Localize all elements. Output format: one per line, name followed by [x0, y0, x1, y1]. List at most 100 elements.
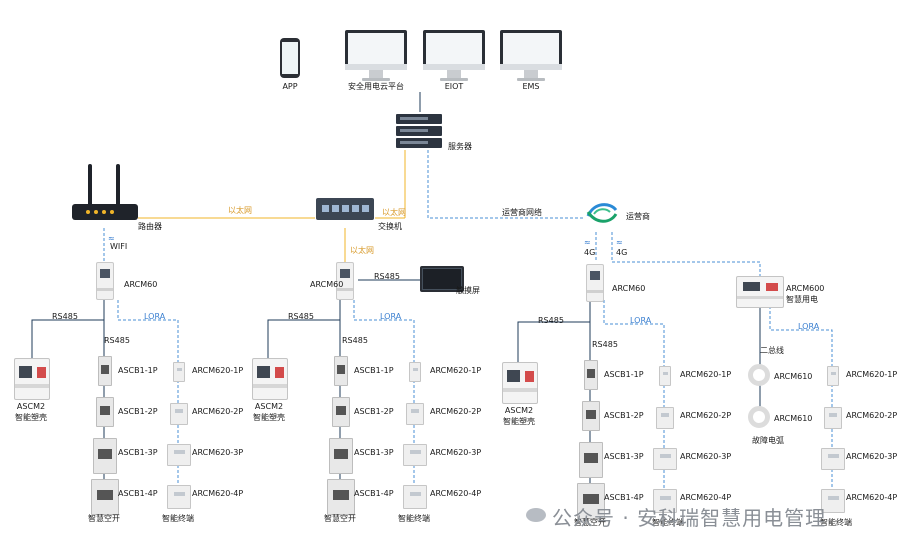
ascb-label-g1-3: ASCB1-3P: [118, 448, 158, 457]
ascb-breaker-g3-4: [577, 483, 605, 519]
arcm600-device: [736, 276, 784, 308]
ascb-breaker-g3-3: [579, 442, 603, 478]
ascb-label-g1-4: ASCB1-4P: [118, 489, 158, 498]
carrier-logo-icon: [586, 203, 618, 223]
ascb-breaker-g2-4: [327, 479, 355, 515]
ascm2-label-1: ASCM2: [16, 402, 46, 411]
arcm620-label-g3-4: ARCM620-4P: [680, 493, 732, 502]
arcm620-label-g1-4: ARCM620-4P: [192, 489, 244, 498]
router-icon: [72, 164, 138, 220]
app-phone-icon: [280, 38, 300, 78]
arcm610-label-1: ARCM610: [774, 372, 813, 381]
g2-rs485-left: [267, 300, 341, 358]
carrier-net-label: 运营商网络: [502, 208, 542, 217]
ascb-breaker-g2-3: [329, 438, 353, 474]
g2-lora-bus: [353, 300, 415, 500]
g1-rs485-label-1: RS485: [52, 312, 78, 321]
4g-line-2: [611, 232, 761, 276]
two-bus-label: 二总线: [760, 346, 784, 355]
gateway-label-1: ARCM60: [124, 280, 158, 289]
fault-arc-label: 故障电弧: [752, 436, 784, 445]
arcm620-terminal-g3-1: [659, 366, 671, 386]
arcm620-terminal-g4-3: [821, 448, 845, 470]
eiot-label: EIOT: [444, 82, 464, 91]
switch-icon: [316, 198, 374, 220]
ethernet-label-1: 以太网: [228, 206, 252, 215]
ascb-breaker-g1-2: [96, 397, 114, 427]
arcm620-label-g2-1: ARCM620-1P: [430, 366, 482, 375]
ascb-breaker-g1-1: [98, 356, 112, 386]
smart-case-label-2: 智能塑壳: [253, 413, 285, 422]
arcm620-terminal-g2-4: [403, 485, 427, 509]
ascm2-device-3: [502, 362, 538, 404]
arcm620-label-g4-1: ARCM620-1P: [846, 370, 898, 379]
arcm620-terminal-g3-3: [653, 448, 677, 470]
ascm2-device-2: [252, 358, 288, 400]
ascm2-device-1: [14, 358, 50, 400]
arcm620-label-g1-2: ARCM620-2P: [192, 407, 244, 416]
ascb-label-g3-4: ASCB1-4P: [604, 493, 644, 502]
g3-rs485-left: [517, 300, 591, 362]
gateway-device-1: [96, 262, 114, 300]
4g-signal-icon-1: ≈: [584, 238, 591, 247]
ascb-label-g2-2: ASCB1-2P: [354, 407, 394, 416]
arcm610-sensor-1: [748, 364, 770, 386]
g2-lora-label: LORA: [380, 312, 402, 321]
smart-case-label-1: 智能塑壳: [15, 413, 47, 422]
arcm620-terminal-g2-2: [406, 403, 424, 425]
g3-rs485-label-2: RS485: [592, 340, 618, 349]
arcm620-terminal-g1-2: [170, 403, 188, 425]
ascm2-label-2: ASCM2: [254, 402, 284, 411]
4g-label-1: 4G: [584, 248, 596, 257]
wifi-signal-icon: ≈: [108, 234, 115, 243]
arcm620-terminal-g2-1: [409, 362, 421, 382]
smart-terminal-label-4: 智能终端: [820, 518, 852, 527]
ascb-label-g2-4: ASCB1-4P: [354, 489, 394, 498]
carrier-network-line: [427, 150, 584, 219]
arcm620-terminal-g3-2: [656, 407, 674, 429]
ascm2-label-3: ASCM2: [504, 406, 534, 415]
g4-lora-label: LORA: [798, 322, 820, 331]
rs485-touch-label: RS485: [374, 272, 400, 281]
g4-lora-bus: [769, 306, 833, 500]
arcm610-sensor-2: [748, 406, 770, 428]
arcm620-label-g3-3: ARCM620-3P: [680, 452, 732, 461]
g3-lora-bus: [603, 300, 665, 500]
g1-lora-bus: [117, 300, 179, 500]
wechat-logo-icon: [526, 508, 546, 522]
ems-monitor-icon: [500, 30, 562, 82]
arcm600-label: ARCM600: [786, 284, 825, 293]
ascb-breaker-g1-3: [93, 438, 117, 474]
arcm620-label-g4-4: ARCM620-4P: [846, 493, 898, 502]
carrier-label: 运营商: [626, 212, 650, 221]
arcm620-label-g2-2: ARCM620-2P: [430, 407, 482, 416]
arcm620-terminal-g2-3: [403, 444, 427, 466]
ascb-label-g3-1: ASCB1-1P: [604, 370, 644, 379]
touchscreen-icon: [420, 266, 464, 292]
arcm620-label-g1-1: ARCM620-1P: [192, 366, 244, 375]
gateway-label-3: ARCM60: [612, 284, 646, 293]
ascb-breaker-g2-2: [332, 397, 350, 427]
arcm620-label-g4-2: ARCM620-2P: [846, 411, 898, 420]
ems-label: EMS: [522, 82, 540, 91]
arcm620-terminal-g3-4: [653, 489, 677, 513]
ascb-label-g3-2: ASCB1-2P: [604, 411, 644, 420]
arcm620-terminal-g4-2: [824, 407, 842, 429]
smart-breaker-label-3: 智慧空开: [574, 518, 606, 527]
g3-rs485-label-1: RS485: [538, 316, 564, 325]
eiot-monitor-icon: [423, 30, 485, 82]
ascb-label-g1-1: ASCB1-1P: [118, 366, 158, 375]
ascb-label-g2-1: ASCB1-1P: [354, 366, 394, 375]
4g-label-2: 4G: [616, 248, 628, 257]
arcm620-terminal-g4-4: [821, 489, 845, 513]
arcm620-label-g3-2: ARCM620-2P: [680, 411, 732, 420]
cloud-label: 安全用电云平台: [348, 82, 404, 91]
server-label: 服务器: [448, 142, 472, 151]
ascb-breaker-g2-1: [334, 356, 348, 386]
smart-breaker-label-2: 智慧空开: [324, 514, 356, 523]
arcm620-label-g2-3: ARCM620-3P: [430, 448, 482, 457]
g2-rs485-label-1: RS485: [288, 312, 314, 321]
arcm620-terminal-g4-1: [827, 366, 839, 386]
arcm620-terminal-g1-1: [173, 362, 185, 382]
arcm610-label-2: ARCM610: [774, 414, 813, 423]
